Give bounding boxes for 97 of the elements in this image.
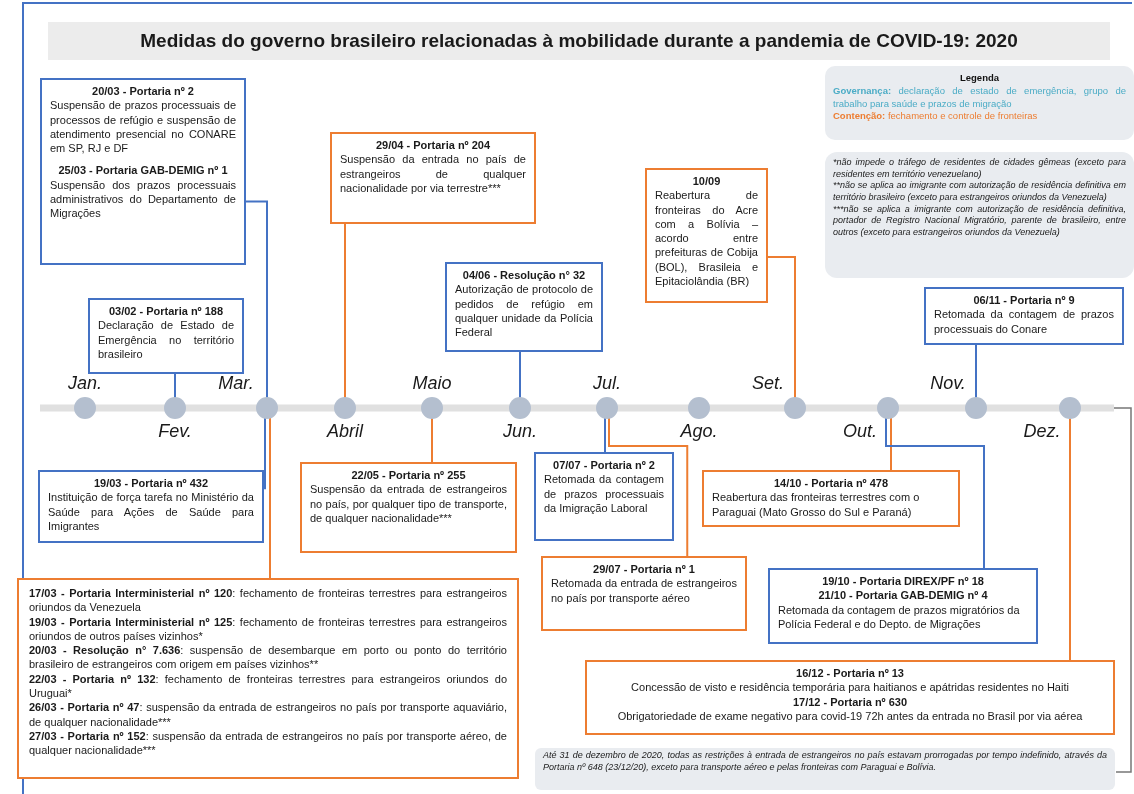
note-text: Até 31 de dezembro de 2020, todas as restrições à entrada de estrangeiros no país estavam prorrogadas por tempo indefinido, através da Portaria nº 648 (23/12/20), exceto para transporte aéreo e pelas fronteiras com Paraguai e Bolívia.	[535, 748, 1115, 790]
decree-entry: 19/03 - Portaria Interministerial nº 125: fechamento de fronteiras terrestres para estrangeiros oriundos de outros países vizinhos*	[29, 614, 507, 644]
connector-line	[1069, 416, 1071, 661]
decree-entry: 17/03 - Portaria Interministerial nº 120: fechamento de fronteiras terrestres para estrangeiros oriundos da Venezuela	[29, 586, 507, 615]
event-box	[38, 470, 264, 543]
month-marker	[688, 397, 710, 419]
decree-description: Suspensão da entrada no país de estrangeiros de qualquer nacionalidade por via terrestre***	[340, 152, 526, 196]
footnote: ***não se aplica a imigrante com autorização de residência definitiva, portador de Registro Nacional Migratório, parente de brasileiro, entre outros (exceto para estrangeiros oriundos da Venezuela)	[833, 203, 1126, 239]
decree-title: 14/10 - Portaria nº 478	[772, 476, 890, 491]
month-marker	[334, 397, 356, 419]
decree-title: 20/03 - Portaria nº 2	[91, 84, 195, 99]
decree-description: Retomada da contagem de prazos processuais do Conare	[934, 307, 1114, 336]
month-marker	[1059, 397, 1081, 419]
decree-entry: 26/03 - Portaria nº 47: suspensão da entrada de estrangeiros no país por transporte aquaviário, de qualquer nacionalidade***	[29, 700, 507, 729]
decree-entry: 27/03 - Portaria nº 152: suspensão da entrada de estrangeiros no país por transporte aéreo, de qualquer nacionalidade***	[29, 728, 507, 758]
month-label: Jun.	[502, 421, 538, 442]
decree-title: 06/11 - Portaria nº 9	[972, 293, 1076, 308]
legend-entry: Governança: declaração de estado de emergência, grupo de trabalho para saúde e prazos de migração	[833, 84, 1126, 111]
month-label: Nov.	[929, 373, 967, 394]
event-box	[88, 298, 244, 374]
decree-title: 17/12 - Portaria nº 630	[791, 694, 909, 709]
decree-description: Declaração de Estado de Emergência no território brasileiro	[98, 318, 234, 362]
decree-description: Suspensão da entrada de estrangeiros no país, por qualquer tipo de transporte, de qualquer nacionalidade***	[310, 482, 507, 526]
decree-title: 07/07 - Portaria nº 2	[552, 458, 656, 473]
month-label: Maio	[411, 373, 453, 394]
decree-title: 19/10 - Portaria DIREX/PF nº 18	[821, 574, 985, 589]
month-label: Jan.	[67, 373, 103, 394]
event-box	[585, 660, 1115, 735]
month-label: Ago.	[679, 421, 719, 442]
month-marker	[256, 397, 278, 419]
month-label: Jul.	[592, 373, 622, 394]
event-box	[541, 556, 747, 631]
decree-entry: 20/03 - Resolução n° 7.636: suspensão de desembarque em porto ou ponto do território brasileiro de estrangeiros com origem em países vizinhos**	[29, 643, 507, 672]
decree-title: 19/03 - Portaria nº 432	[92, 476, 210, 491]
month-marker	[596, 397, 618, 419]
decree-description: Retomada da contagem de prazos migratórios da Polícia Federal e do Depto. de Migrações	[778, 602, 1021, 632]
event-box	[768, 568, 1038, 644]
footnote: **não se aplica ao imigrante com autorização de residência definitiva em território brasileiro (exceto para estrangeiros oriundos da Venezuela)	[833, 180, 1126, 204]
event-box	[924, 287, 1124, 345]
decree-description: Instituição de força tarefa no Ministério da Saúde para Ações de Saúde para Imigrantes	[48, 490, 254, 534]
month-label: Mar.	[217, 373, 255, 394]
decree-description: Reabertura de fronteiras do Acre com a Bolívia – acordo entre prefeituras de Cobija (BOL), Brasileia e Epitaciolândia (BR)	[655, 188, 758, 289]
decree-description: Autorização de protocolo de pedidos de refúgio em qualquer unidade da Polícia Federal	[455, 282, 593, 340]
connector-line	[767, 256, 796, 400]
connector-line	[608, 416, 689, 557]
connector-line	[174, 373, 176, 400]
decree-description: Suspensão dos prazos processuais administrativos do Departamento de Migrações	[50, 177, 236, 221]
month-marker	[877, 397, 899, 419]
decree-title: 16/12 - Portaria nº 13	[795, 666, 905, 681]
decree-title: 22/05 - Portaria nº 255	[350, 468, 467, 483]
decree-title: 29/04 - Portaria nº 204	[374, 138, 492, 153]
event-box	[645, 168, 768, 303]
month-marker	[164, 397, 186, 419]
connector-line	[263, 416, 266, 490]
connector-line	[245, 200, 268, 400]
decree-description: Reabertura das fronteiras terrestres com o Paraguai (Mato Grosso do Sul e Paraná)	[712, 490, 921, 519]
month-marker	[74, 397, 96, 419]
decree-description: Obrigatoriedade de exame negativo para covid-19 72h antes da entrada no Brasil por via aérea	[616, 708, 1084, 724]
connector-line	[431, 416, 433, 463]
month-label: Out.	[842, 421, 878, 442]
connector-line	[344, 223, 346, 400]
decree-title: 03/02 - Portaria nº 188	[107, 304, 225, 319]
decree-list-box	[17, 578, 519, 779]
decree-description: Retomada da entrada de estrangeiros no país por transporte aéreo	[551, 576, 737, 605]
event-box	[534, 452, 674, 541]
decree-description: Concessão de visto e residência temporária para haitianos e apátridas residentes no Haiti	[630, 680, 1070, 695]
connector-line	[604, 416, 606, 453]
legend-entry: Contenção: fechamento e controle de fronteiras	[833, 110, 1039, 124]
event-box	[702, 470, 960, 527]
event-box	[445, 262, 603, 352]
month-marker	[784, 397, 806, 419]
decree-title: 21/10 - Portaria GAB-DEMIG nº 4	[817, 588, 989, 603]
connector-line	[975, 344, 977, 400]
connector-line	[519, 351, 521, 400]
connector-line	[885, 416, 985, 569]
month-label: Abril	[325, 421, 365, 442]
decree-title: 04/06 - Resolução n° 32	[461, 268, 587, 283]
event-box	[330, 132, 536, 224]
month-marker	[965, 397, 987, 419]
month-label: Dez.	[1022, 421, 1062, 442]
connector-line	[890, 416, 892, 471]
decree-title: 10/09	[691, 174, 722, 189]
footnote: *não impede o tráfego de residentes de cidades gêmeas (exceto para residentes em território venezuelano)	[833, 157, 1126, 181]
month-marker	[509, 397, 531, 419]
month-label: Set.	[751, 373, 785, 394]
event-box	[300, 462, 517, 553]
diagram-title: Medidas do governo brasileiro relacionadas à mobilidade durante a pandemia de COVID-19: 2020	[48, 22, 1110, 60]
decree-title: 25/03 - Portaria GAB-DEMIG nº 1	[57, 163, 229, 178]
event-box	[40, 78, 246, 265]
decree-description: Suspensão de prazos processuais de processos de refúgio e suspensão de atendimento presencial no CONARE em SP, RJ e DF	[50, 98, 236, 156]
decree-description: Retomada da contagem de prazos processuais da Imigração Laboral	[544, 472, 664, 516]
decree-entry: 22/03 - Portaria nº 132: fechamento de fronteiras terrestres para estrangeiros oriundos do Uruguai*	[29, 671, 507, 701]
month-marker	[421, 397, 443, 419]
decree-title: 29/07 - Portaria nº 1	[592, 562, 696, 577]
legend-title: Legenda	[958, 72, 1001, 85]
connector-line	[269, 416, 271, 579]
month-label: Fev.	[157, 421, 193, 442]
